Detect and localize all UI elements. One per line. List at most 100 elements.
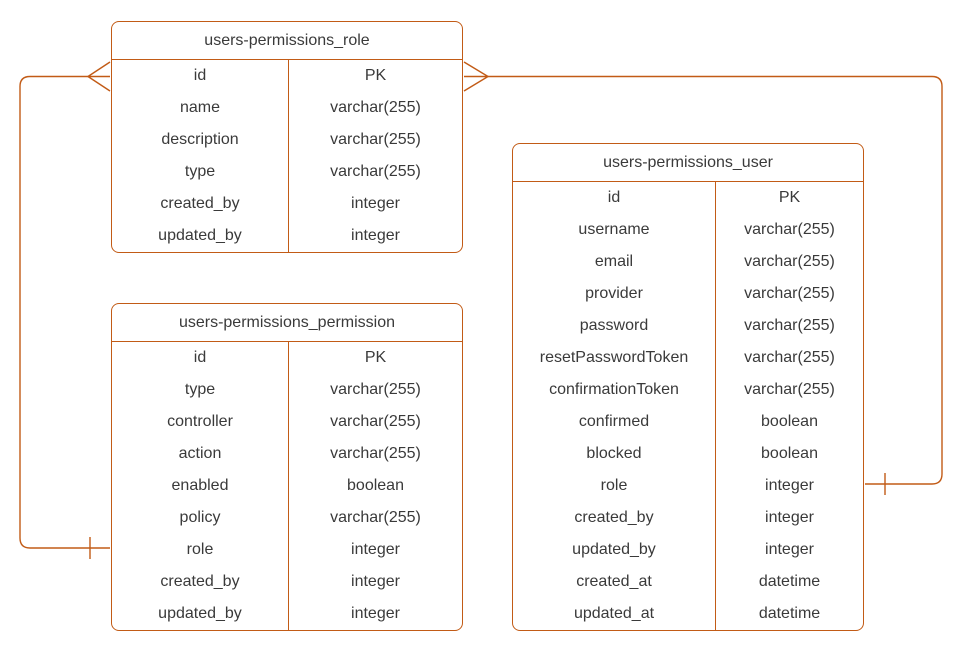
field-type: varchar(255) xyxy=(288,156,462,188)
field-type: varchar(255) xyxy=(288,374,462,406)
table-row: password varchar(255) xyxy=(513,310,863,342)
field-type: integer xyxy=(288,188,462,220)
table-row: updated_by integer xyxy=(513,534,863,566)
table-row: resetPasswordToken varchar(255) xyxy=(513,342,863,374)
field-type: integer xyxy=(288,566,462,598)
table-row: created_by integer xyxy=(112,566,462,598)
field-name: description xyxy=(161,131,239,148)
table-row: created_by integer xyxy=(112,188,462,220)
table-row: controller varchar(255) xyxy=(112,406,462,438)
er-table-user: users-permissions_user id PK username va… xyxy=(512,143,864,631)
table-row: updated_by integer xyxy=(112,598,462,630)
field-name: updated_at xyxy=(573,605,655,622)
field-name: type xyxy=(184,163,216,180)
table-title: users-permissions_permission xyxy=(112,304,462,342)
field-name: provider xyxy=(585,285,643,302)
field-type: varchar(255) xyxy=(715,342,863,374)
field-type: integer xyxy=(715,534,863,566)
table-row: type varchar(255) xyxy=(112,374,462,406)
table-row: created_by integer xyxy=(513,502,863,534)
field-name: role xyxy=(600,477,628,494)
field-name: id xyxy=(193,349,207,366)
field-name: name xyxy=(179,99,221,116)
relationship-role-user-line xyxy=(488,75,943,485)
field-type: integer xyxy=(288,598,462,630)
table-row: created_at datetime xyxy=(513,566,863,598)
field-type: PK xyxy=(288,342,462,374)
field-name: created_at xyxy=(576,573,652,590)
table-row: type varchar(255) xyxy=(112,156,462,188)
table-row: blocked boolean xyxy=(513,438,863,470)
field-type: varchar(255) xyxy=(715,214,863,246)
field-name: created_by xyxy=(160,573,240,590)
field-type: boolean xyxy=(715,438,863,470)
table-row: confirmationToken varchar(255) xyxy=(513,374,863,406)
field-type: varchar(255) xyxy=(288,124,462,156)
field-type: varchar(255) xyxy=(288,502,462,534)
field-name: updated_by xyxy=(158,227,242,244)
table-row: updated_at datetime xyxy=(513,598,863,630)
field-type: varchar(255) xyxy=(715,374,863,406)
table-title: users-permissions_role xyxy=(112,22,462,60)
field-type: integer xyxy=(715,470,863,502)
table-row: email varchar(255) xyxy=(513,246,863,278)
table-row: username varchar(255) xyxy=(513,214,863,246)
field-name: email xyxy=(594,253,634,270)
table-row: policy varchar(255) xyxy=(112,502,462,534)
field-name: policy xyxy=(179,509,221,526)
field-name: password xyxy=(579,317,649,334)
er-table-permission: users-permissions_permission id PK type … xyxy=(111,303,463,631)
table-row: updated_by integer xyxy=(112,220,462,252)
field-type: varchar(255) xyxy=(715,310,863,342)
table-row: id PK xyxy=(112,342,462,374)
field-type: integer xyxy=(715,502,863,534)
field-name: enabled xyxy=(171,477,229,494)
table-row: action varchar(255) xyxy=(112,438,462,470)
field-name: updated_by xyxy=(158,605,242,622)
field-type: varchar(255) xyxy=(288,406,462,438)
table-row: confirmed boolean xyxy=(513,406,863,438)
field-type: PK xyxy=(715,182,863,214)
field-type: datetime xyxy=(715,598,863,630)
field-name: resetPasswordToken xyxy=(539,349,689,366)
field-type: boolean xyxy=(288,470,462,502)
field-type: varchar(255) xyxy=(715,278,863,310)
crow-foot-many-icon xyxy=(463,61,489,92)
table-row: provider varchar(255) xyxy=(513,278,863,310)
field-name: id xyxy=(193,67,207,84)
field-name: username xyxy=(578,221,650,238)
table-row: name varchar(255) xyxy=(112,92,462,124)
relationship-role-permission-line xyxy=(19,75,110,549)
field-name: blocked xyxy=(586,445,642,462)
field-name: confirmed xyxy=(578,413,650,430)
table-title: users-permissions_user xyxy=(513,144,863,182)
table-row: id PK xyxy=(513,182,863,214)
field-type: boolean xyxy=(715,406,863,438)
table-row: description varchar(255) xyxy=(112,124,462,156)
table-row: id PK xyxy=(112,60,462,92)
field-type: varchar(255) xyxy=(715,246,863,278)
field-name: created_by xyxy=(160,195,240,212)
relationship-role-user xyxy=(463,61,943,495)
field-name: action xyxy=(178,445,222,462)
field-name: updated_by xyxy=(572,541,656,558)
table-row: enabled boolean xyxy=(112,470,462,502)
field-type: datetime xyxy=(715,566,863,598)
field-type: integer xyxy=(288,220,462,252)
crow-foot-many-icon xyxy=(87,61,111,92)
field-name: id xyxy=(607,189,621,206)
er-table-role: users-permissions_role id PK name varcha… xyxy=(111,21,463,253)
field-type: integer xyxy=(288,534,462,566)
field-type: PK xyxy=(288,60,462,92)
field-name: type xyxy=(184,381,216,398)
table-row: role integer xyxy=(112,534,462,566)
table-row: role integer xyxy=(513,470,863,502)
field-name: controller xyxy=(167,413,233,430)
field-name: created_by xyxy=(574,509,654,526)
field-type: varchar(255) xyxy=(288,92,462,124)
field-type: varchar(255) xyxy=(288,438,462,470)
field-name: confirmationToken xyxy=(549,381,679,398)
relationship-role-permission xyxy=(19,61,111,559)
